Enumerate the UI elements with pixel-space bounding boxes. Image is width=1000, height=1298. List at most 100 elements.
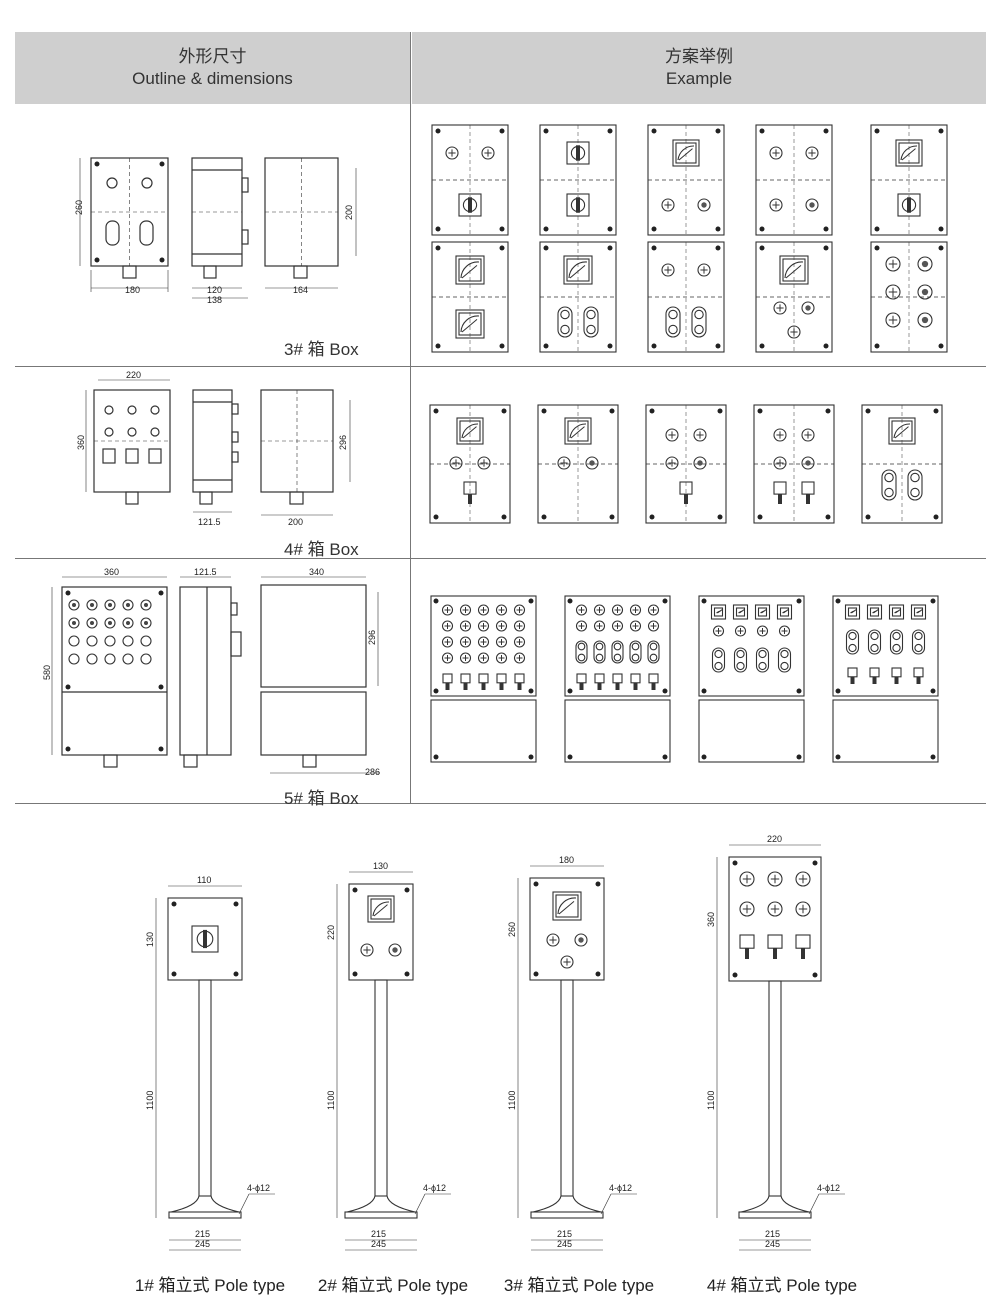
meter-face bbox=[370, 898, 392, 920]
breaker-handle bbox=[806, 494, 810, 504]
dim-box4-back-width: 200 bbox=[288, 517, 303, 527]
selector-handle bbox=[468, 197, 472, 213]
breaker-head bbox=[496, 673, 507, 684]
mounting-screw bbox=[759, 226, 765, 232]
indicator-lamp bbox=[441, 620, 454, 632]
double-button bbox=[691, 306, 707, 338]
indicator-lamp bbox=[575, 620, 588, 632]
mounting-screw bbox=[543, 343, 549, 349]
dim-pole-base-a: 215 bbox=[765, 1229, 780, 1239]
indicator-lamp bbox=[801, 428, 815, 442]
indicator-lamp bbox=[647, 620, 660, 632]
indicator-lamp bbox=[712, 625, 725, 637]
meter-frame bbox=[455, 255, 485, 285]
dim-leader-hole bbox=[808, 1193, 820, 1215]
double-button-top bbox=[560, 309, 570, 320]
mounting-screw bbox=[701, 754, 707, 760]
meter-scale bbox=[557, 897, 577, 915]
double-button-bottom bbox=[914, 643, 923, 653]
meter-frame bbox=[844, 604, 861, 620]
push-button bbox=[574, 933, 588, 947]
enclosure-upper bbox=[430, 595, 537, 697]
double-button-top bbox=[910, 472, 920, 483]
indicator-lamp bbox=[560, 955, 574, 969]
box3-back-view bbox=[264, 157, 357, 289]
example-panel bbox=[430, 595, 537, 763]
meter-face bbox=[735, 607, 746, 617]
indicator-lamp bbox=[477, 636, 490, 648]
double-button bbox=[629, 640, 642, 664]
meter-scale bbox=[784, 261, 804, 279]
indicator-lamp bbox=[477, 620, 490, 632]
mounting-screw bbox=[435, 343, 441, 349]
example-panel bbox=[647, 124, 725, 236]
dim-pole-length: 1100 bbox=[145, 1091, 155, 1110]
double-button bbox=[867, 629, 882, 655]
indicator-lamp bbox=[769, 146, 783, 160]
box5-front-knobs bbox=[65, 590, 164, 752]
mounting-screw bbox=[543, 226, 549, 232]
breaker-head bbox=[478, 673, 489, 684]
meter-scale bbox=[569, 423, 587, 439]
pole1-label: 1# 箱立式 Pole type bbox=[134, 1276, 286, 1295]
double-button bbox=[881, 469, 897, 501]
indicator-lamp bbox=[360, 943, 374, 957]
enclosure-lower bbox=[832, 699, 939, 763]
knob-center bbox=[126, 621, 130, 625]
breaker-head bbox=[869, 667, 880, 678]
mounting-screw bbox=[938, 343, 944, 349]
mounting-screw bbox=[938, 245, 944, 251]
mounting-screw bbox=[404, 971, 410, 977]
dim-pole-holes: 4-ϕ12 bbox=[609, 1183, 632, 1193]
meter-frame bbox=[888, 604, 905, 620]
breaker-head bbox=[795, 934, 811, 949]
double-button-bottom bbox=[714, 661, 723, 671]
meter-frame bbox=[866, 604, 883, 620]
enclosure bbox=[348, 883, 414, 981]
mounting-screw bbox=[732, 860, 738, 866]
meter-face bbox=[567, 420, 589, 442]
mounting-screw bbox=[662, 688, 668, 694]
mounting-screw bbox=[435, 245, 441, 251]
meter-frame bbox=[776, 604, 793, 620]
breaker-head bbox=[913, 667, 924, 678]
knob-center bbox=[144, 603, 148, 607]
double-button-bottom bbox=[668, 324, 678, 335]
example-panel bbox=[753, 404, 835, 524]
meter-frame bbox=[710, 604, 727, 620]
base-plate bbox=[344, 1211, 418, 1219]
indicator-lamp bbox=[769, 198, 783, 212]
mounting-screw bbox=[567, 754, 573, 760]
base-plate bbox=[530, 1211, 604, 1219]
dim-box3-width: 180 bbox=[125, 285, 140, 295]
enclosure-lower bbox=[564, 699, 671, 763]
meter-needle bbox=[901, 148, 916, 161]
dim-box5-back-width: 340 bbox=[309, 567, 324, 577]
indicator-lamp bbox=[661, 198, 675, 212]
knob bbox=[122, 599, 134, 611]
indicator-lamp bbox=[778, 625, 791, 637]
mounting-screw bbox=[541, 408, 547, 414]
enclosure-lower bbox=[698, 699, 805, 763]
breaker-handle bbox=[445, 682, 450, 690]
knob bbox=[86, 599, 98, 611]
dim-pole-length: 1100 bbox=[507, 1091, 517, 1110]
meter-frame bbox=[910, 604, 927, 620]
indicator-lamp bbox=[593, 620, 606, 632]
mounting-screw bbox=[759, 128, 765, 134]
meter-face bbox=[913, 607, 924, 617]
dim-pole-base-b: 245 bbox=[557, 1239, 572, 1249]
dim-pole-box-width: 130 bbox=[373, 861, 388, 871]
mounting-screw bbox=[701, 598, 707, 604]
mounting-screw bbox=[65, 746, 71, 752]
indicator-lamp bbox=[767, 901, 783, 917]
double-button bbox=[777, 647, 792, 673]
meter-needle bbox=[461, 318, 478, 333]
row-divider-2 bbox=[15, 558, 986, 559]
mounting-screw bbox=[757, 408, 763, 414]
double-button-bottom bbox=[848, 643, 857, 653]
knob bbox=[104, 617, 116, 629]
mounting-screw bbox=[649, 514, 655, 520]
breaker-handle bbox=[745, 948, 749, 959]
